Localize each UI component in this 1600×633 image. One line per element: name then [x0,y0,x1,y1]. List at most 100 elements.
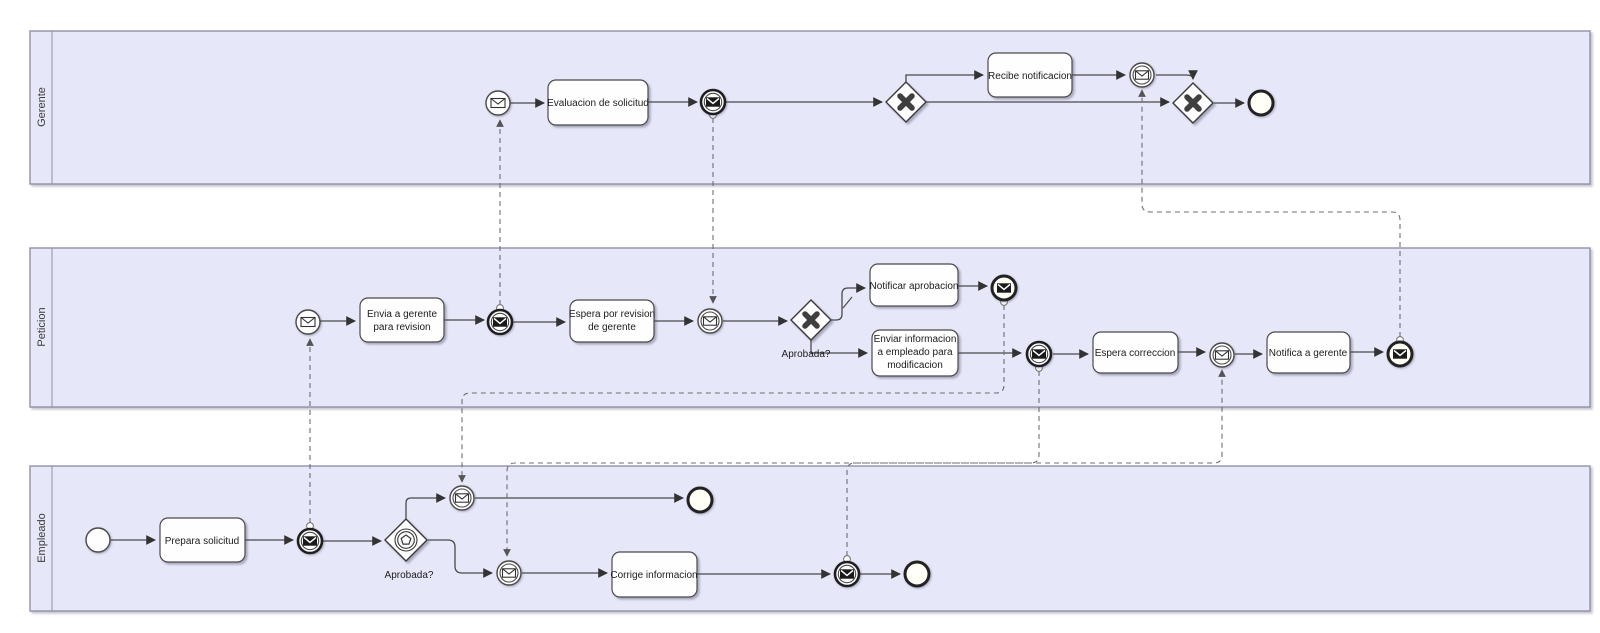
event-peticion-message-end2[interactable] [1386,340,1414,368]
task-label: Recibe notificacion [988,71,1072,82]
event-gerente-message-catch[interactable] [1129,62,1155,88]
task-label: Notificar aprobacion [870,281,959,292]
envelope-flap [1215,350,1229,357]
event-peticion-message-catch2[interactable] [1209,342,1235,368]
event-peticion-message-end1[interactable] [990,274,1018,302]
event-empleado-message-throw1[interactable] [296,527,324,555]
event-empleado-message-catch-low[interactable] [496,560,522,586]
event-inner-circle [1029,344,1049,364]
event-circle[interactable] [903,560,931,588]
task-corrige-informacion[interactable]: Corrige informacion [610,551,698,598]
task-notificar-aprobacion[interactable]: Notificar aprobacion [869,263,959,307]
event-circle[interactable] [1247,89,1275,117]
gateway-gerente-split[interactable] [885,81,927,123]
lane-gerente: Gerente [29,30,1591,185]
message-catch-icon [454,493,470,503]
envelope-flap [502,568,516,575]
task-label-line1: Enviar informacion [874,334,957,345]
envelope-flap [997,283,1011,291]
envelope-flap [455,493,469,500]
msgflow-notificar-aprobacion-to-empleado-catch [458,305,1005,483]
task-prepara-solicitud[interactable]: Prepara solicitud [159,517,246,563]
gateway-diamond[interactable] [384,518,428,562]
event-peticion-message-start[interactable] [295,309,321,335]
task-rect[interactable] [611,551,698,598]
event-empleado-end-up[interactable] [686,486,714,514]
envelope-flap [490,98,506,105]
task-label-line1: Envia a gerente [367,309,437,320]
event-inner-circle [1132,65,1152,85]
x-icon [897,93,915,111]
task-rect[interactable] [159,517,246,563]
message-catch-icon [300,316,316,328]
event-circle[interactable] [85,527,111,553]
task-label-line1: Espera por revision [569,309,655,320]
task-espera-revision[interactable]: Espera por revision de gerente [569,299,655,343]
message-throw-icon [706,97,720,107]
event-peticion-message-throw1[interactable] [486,308,514,336]
event-empleado-message-throw2[interactable] [833,560,861,588]
task-rect[interactable] [869,263,959,307]
envelope-flap [706,97,720,105]
task-rect[interactable] [547,79,649,126]
event-empleado-end-low[interactable] [903,560,931,588]
task-rect[interactable] [871,329,959,377]
event-peticion-message-catch1[interactable] [697,308,723,334]
gateway-gerente-merge[interactable] [1172,82,1214,124]
event-inner-circle [499,563,519,583]
task-evaluacion-solicitud[interactable]: Evaluacion de solicitud [547,79,649,126]
envelope-body [490,97,506,109]
pentagon-icon [400,534,412,545]
task-label-line2: a empleado para [877,347,952,358]
event-gateway-outer-circle [394,528,418,552]
event-inner-circle [452,488,472,508]
flow-event-gateway-to-catch-low [428,539,493,578]
envelope-body [303,536,317,546]
envelope-body [501,568,517,578]
event-gerente-end[interactable] [1247,89,1275,117]
lane-empleado-rect [29,465,1591,612]
lane-peticion-label: Peticion [36,307,48,346]
envelope-body [493,317,507,327]
flow-gateway-to-notificar [830,283,866,321]
task-recibe-notificacion[interactable]: Recibe notificacion [987,52,1073,98]
task-label: Prepara solicitud [165,536,239,547]
gateway-empleado-event-based[interactable]: Aprobada? [384,518,434,581]
event-gerente-message-start[interactable] [485,90,511,116]
envelope-flap [703,316,717,323]
lane-gerente-rect [29,30,1591,185]
event-inner-circle [700,311,720,331]
flow-event-gateway-to-catch-up [405,493,446,519]
event-empleado-message-catch-up[interactable] [449,485,475,511]
task-rect[interactable] [359,297,445,343]
lane-empleado: Empleado [29,465,1591,612]
lane-gerente-label: Gerente [36,87,48,127]
envelope-flap [840,569,854,577]
event-peticion-message-throw2[interactable] [1025,340,1053,368]
task-label-line3: modificacion [887,360,943,371]
gateway-label: Aprobada? [782,349,831,360]
default-flow-marker [842,296,853,309]
message-catch-icon [490,97,506,109]
envelope-body [1393,349,1407,359]
x-icon [1184,94,1202,112]
event-empleado-start[interactable] [85,527,111,553]
task-notifica-a-gerente[interactable]: Notifica a gerente [1266,331,1351,374]
event-gerente-message-throw[interactable] [699,88,727,116]
event-circle[interactable] [686,486,714,514]
task-enviar-informacion[interactable]: Enviar informacion a empleado para modif… [871,329,959,377]
envelope-body [997,283,1011,293]
envelope-flap [493,317,507,325]
task-rect[interactable] [1092,331,1179,374]
gateway-peticion-aprobada[interactable]: Aprobada? [782,299,832,360]
task-espera-correccion[interactable]: Espera correccion [1092,331,1179,374]
task-rect[interactable] [1266,331,1351,374]
task-label: Corrige informacion [610,570,697,581]
event-inner-circle [1212,345,1232,365]
task-rect[interactable] [987,52,1073,98]
envelope-flap [1393,349,1407,357]
task-rect[interactable] [569,299,655,343]
envelope-body [702,316,718,326]
task-envia-a-gerente[interactable]: Envia a gerente para revision [359,297,445,343]
